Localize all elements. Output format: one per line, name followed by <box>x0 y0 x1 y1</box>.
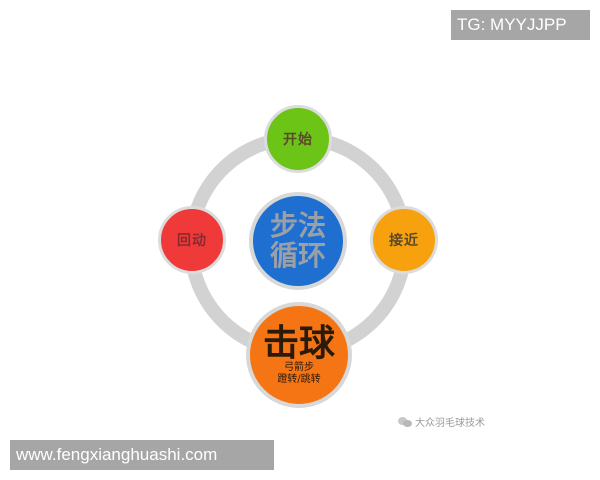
node-center-footwork-cycle: 步法循环 <box>249 192 347 290</box>
source-watermark: 大众羽毛球技术 <box>398 414 485 429</box>
node-hit-sublabel-2: 蹬转/跳转 <box>277 374 321 385</box>
node-hit-sublabel-1: 弓箭步 <box>284 362 314 373</box>
center-title: 步法循环 <box>269 209 326 272</box>
node-start-label: 开始 <box>283 132 313 148</box>
node-hit: 击球 弓箭步 蹬转/跳转 <box>246 302 352 408</box>
telegram-watermark: TG: MYYJJPP <box>451 10 590 40</box>
node-start: 开始 <box>264 105 332 173</box>
node-hit-label: 击球 <box>262 322 335 364</box>
node-approach-label: 接近 <box>389 233 419 249</box>
node-return-label: 回动 <box>177 233 207 249</box>
node-approach: 接近 <box>370 206 438 274</box>
node-return: 回动 <box>158 206 226 274</box>
wechat-icon <box>398 416 412 427</box>
website-watermark: www.fengxianghuashi.com <box>10 440 274 470</box>
source-label: 大众羽毛球技术 <box>415 418 485 429</box>
